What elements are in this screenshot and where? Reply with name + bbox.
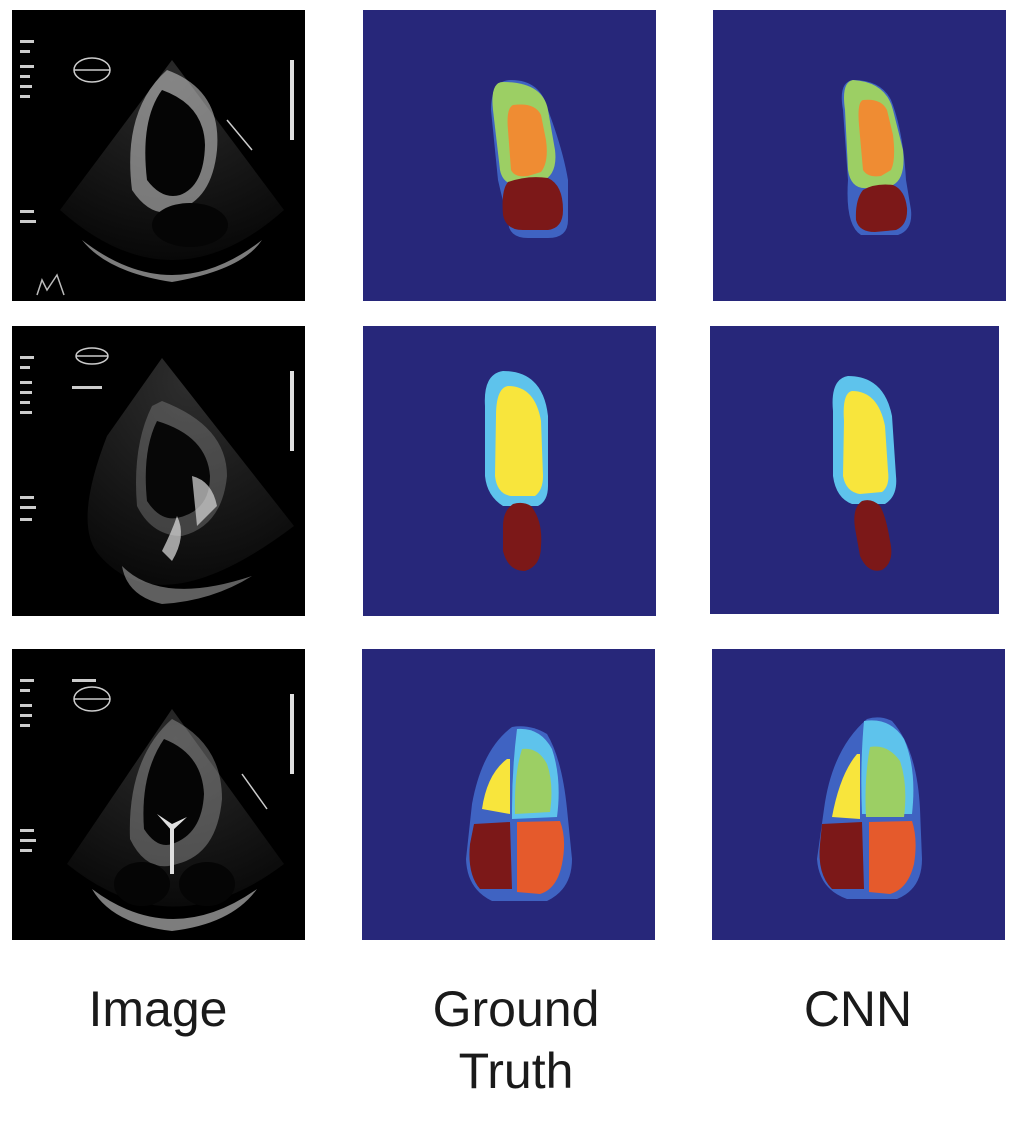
echo-overlay-text [20, 679, 96, 852]
column-label-ground-truth: Ground Truth [432, 981, 600, 1099]
cnn-mask-row3 [712, 649, 1005, 940]
echo-image-row2 [12, 326, 305, 616]
cnn-mask-row1 [713, 10, 1006, 301]
echo-image-row1 [12, 10, 305, 301]
column-label-cnn: CNN [803, 981, 913, 1037]
echo-overlay-text [20, 40, 36, 223]
echo-overlay-text [20, 356, 102, 521]
ground-truth-mask-row1 [363, 10, 656, 301]
cnn-mask-row2 [710, 326, 999, 614]
ground-truth-mask-row3 [362, 649, 655, 940]
column-label-image: Image [88, 981, 228, 1037]
echo-image-row3 [12, 649, 305, 940]
ground-truth-mask-row2 [363, 326, 656, 616]
